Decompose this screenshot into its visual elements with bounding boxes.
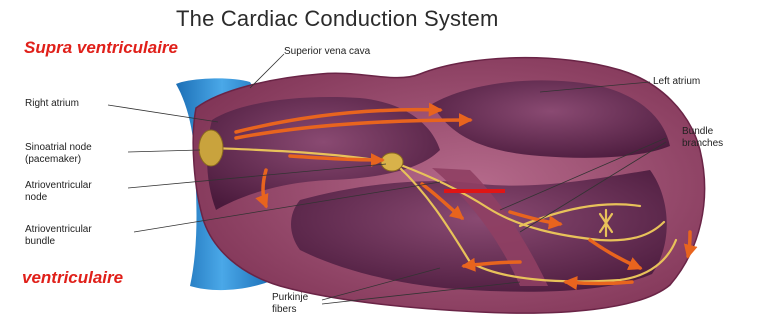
label-sinoatrial-node-line1: Sinoatrial node (25, 142, 92, 154)
label-bundle-branches: Bundle branches (682, 126, 723, 150)
label-purkinje-fibers: Purkinje fibers (272, 292, 308, 316)
label-av-bundle-line1: Atrioventricular (25, 224, 92, 236)
atrioventricular-node-shape (381, 153, 403, 171)
sinoatrial-node-shape (199, 130, 223, 166)
label-sinoatrial-node: Sinoatrial node (pacemaker) (25, 142, 92, 166)
label-purkinje-fibers-line1: Purkinje (272, 292, 308, 304)
label-superior-vena-cava: Superior vena cava (284, 46, 370, 58)
label-av-node-line2: node (25, 192, 92, 204)
label-av-node: Atrioventricular node (25, 180, 92, 204)
label-av-node-line1: Atrioventricular (25, 180, 92, 192)
label-bundle-branches-line1: Bundle (682, 126, 723, 138)
region-label-supra: Supra ventriculaire (24, 38, 178, 58)
label-av-bundle: Atrioventricular bundle (25, 224, 92, 248)
diagram-title: The Cardiac Conduction System (176, 6, 499, 32)
region-label-ventricular: ventriculaire (22, 268, 123, 288)
label-sinoatrial-node-line2: (pacemaker) (25, 154, 92, 166)
label-left-atrium: Left atrium (653, 76, 700, 88)
label-av-bundle-line2: bundle (25, 236, 92, 248)
label-purkinje-fibers-line2: fibers (272, 304, 308, 316)
label-bundle-branches-line2: branches (682, 138, 723, 150)
label-right-atrium: Right atrium (25, 98, 79, 110)
